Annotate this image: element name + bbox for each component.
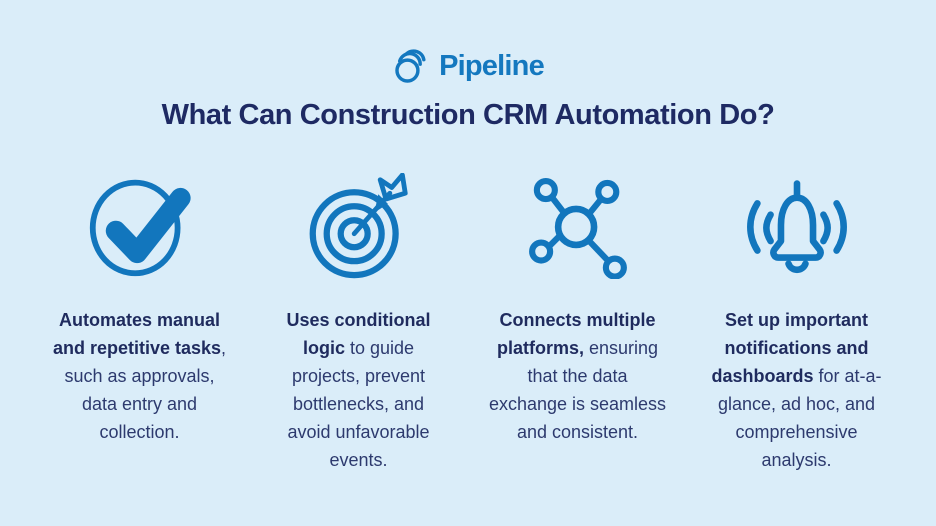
- bell-notification-icon: [746, 180, 847, 274]
- pipeline-logo: Pipeline: [0, 46, 936, 86]
- page-title: What Can Construction CRM Automation Do?: [161, 99, 775, 131]
- target-dart-icon: [309, 173, 408, 279]
- pipeline-swirl-icon: [395, 49, 426, 83]
- network-hub-icon: [528, 178, 627, 279]
- logo-wordmark: Pipeline: [439, 49, 545, 82]
- check-circle-icon: [89, 179, 191, 277]
